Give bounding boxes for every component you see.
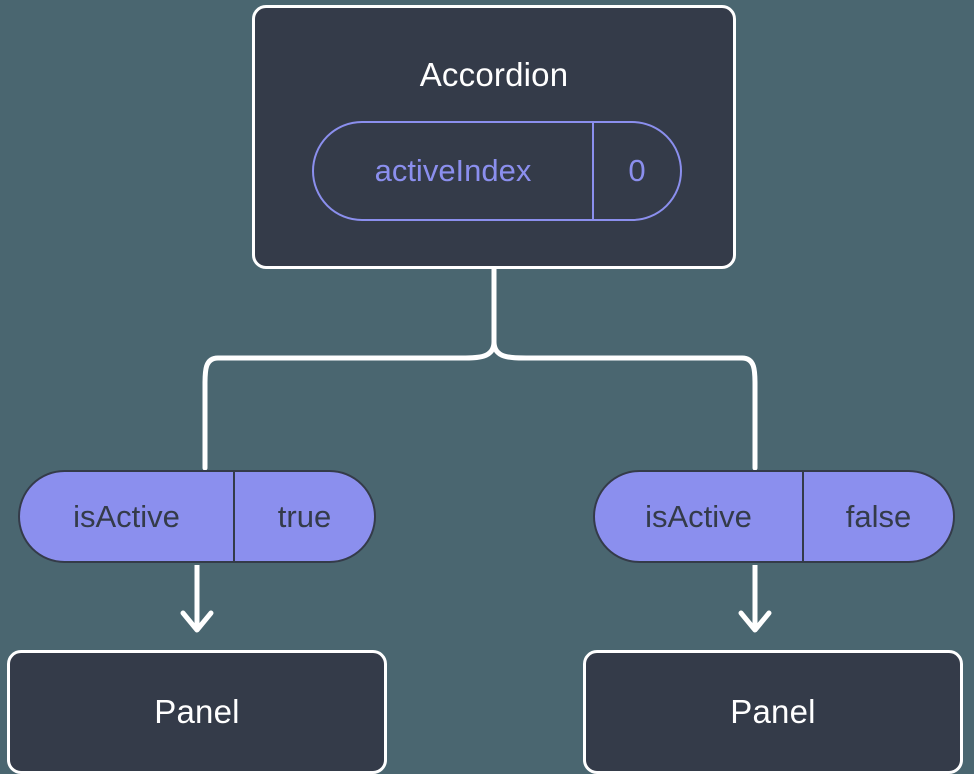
node-panel-right-label: Panel [730, 693, 816, 730]
arrowhead-right [738, 610, 772, 633]
state-pill-activeindex[interactable]: activeIndex 0 [312, 121, 682, 221]
edge-to-right-branch [491, 339, 758, 471]
node-panel-left[interactable]: Panel [7, 650, 387, 774]
state-pill-value: 0 [628, 153, 646, 188]
prop-pill-key: isActive [20, 472, 235, 561]
state-pill-key: activeIndex [314, 123, 594, 219]
prop-pill-isactive-false[interactable]: isActive false [593, 470, 955, 563]
node-panel-right[interactable]: Panel [583, 650, 963, 774]
prop-pill-key: isActive [595, 472, 804, 561]
node-accordion-label: Accordion [419, 56, 569, 93]
arrowhead-left [180, 610, 214, 633]
prop-pill-value: true [277, 498, 332, 534]
node-panel-left-label: Panel [154, 693, 240, 730]
prop-pill-isactive-true[interactable]: isActive true [18, 470, 376, 563]
prop-pill-value: false [845, 498, 912, 534]
node-accordion[interactable]: Accordion activeIndex 0 [252, 5, 736, 269]
edge-to-left-branch [202, 339, 497, 471]
